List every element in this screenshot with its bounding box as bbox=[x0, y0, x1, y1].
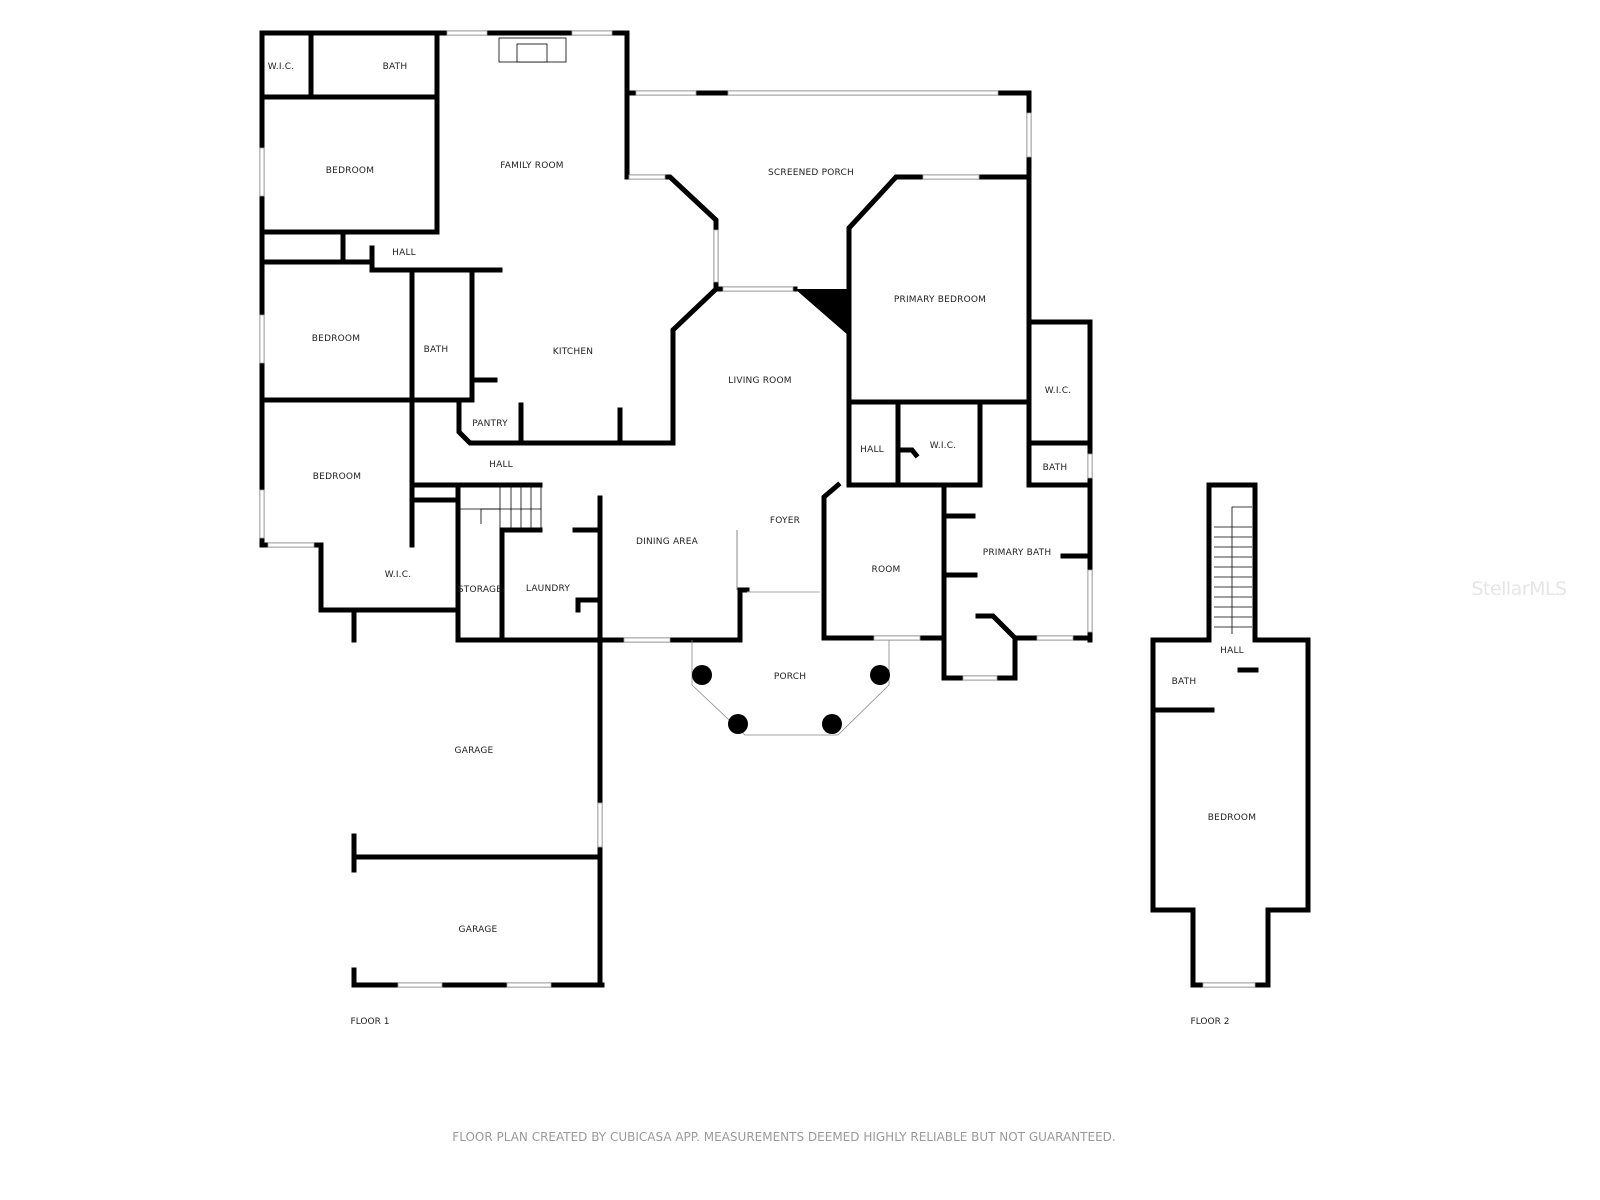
room-label-w-i-c: W.I.C. bbox=[384, 570, 412, 580]
room-label-bath: BATH bbox=[382, 62, 408, 72]
floor-1-label: FLOOR 1 bbox=[350, 1017, 390, 1027]
room-label-pantry: PANTRY bbox=[472, 419, 508, 429]
room-label-screened-porch: SCREENED PORCH bbox=[767, 168, 855, 178]
room-label-bath: BATH bbox=[1042, 463, 1068, 473]
room-label-hall: HALL bbox=[489, 460, 513, 470]
room-label-foyer: FOYER bbox=[769, 516, 801, 526]
room-label-w-i-c: W.I.C. bbox=[267, 62, 295, 72]
room-label-laundry: LAUNDRY bbox=[525, 584, 571, 594]
room-label-garage: GARAGE bbox=[458, 925, 498, 935]
room-label-bath: BATH bbox=[1171, 677, 1197, 687]
floor-1-walls bbox=[259, 30, 1093, 988]
room-label-kitchen: KITCHEN bbox=[552, 347, 594, 357]
room-label-bedroom: BEDROOM bbox=[1207, 813, 1257, 823]
room-label-garage: GARAGE bbox=[454, 746, 494, 756]
room-label-hall: HALL bbox=[860, 445, 884, 455]
watermark-logo: StellarMLS bbox=[1471, 578, 1567, 600]
room-label-living-room: LIVING ROOM bbox=[728, 376, 792, 386]
floor-1-details bbox=[259, 30, 1093, 988]
room-label-hall: HALL bbox=[392, 248, 416, 258]
room-label-primary-bedroom: PRIMARY BEDROOM bbox=[893, 295, 987, 305]
room-label-room: ROOM bbox=[871, 565, 901, 575]
footer-disclaimer: FLOOR PLAN CREATED BY CUBICASA APP. MEAS… bbox=[452, 1130, 1116, 1144]
room-label-dining-area: DINING AREA bbox=[636, 537, 698, 547]
room-label-w-i-c: W.I.C. bbox=[1044, 386, 1072, 396]
floor-2-label: FLOOR 2 bbox=[1190, 1017, 1230, 1027]
room-label-w-i-c: W.I.C. bbox=[929, 441, 957, 451]
room-label-family-room: FAMILY ROOM bbox=[500, 161, 564, 171]
room-label-bedroom: BEDROOM bbox=[312, 472, 362, 482]
room-label-porch: PORCH bbox=[773, 672, 807, 682]
room-label-hall: HALL bbox=[1220, 646, 1244, 656]
room-label-bedroom: BEDROOM bbox=[325, 166, 375, 176]
room-label-bedroom: BEDROOM bbox=[311, 334, 361, 344]
room-label-bath: BATH bbox=[423, 345, 449, 355]
floor-2-walls bbox=[1150, 482, 1311, 988]
room-label-primary-bath: PRIMARY BATH bbox=[982, 548, 1052, 558]
room-label-storage: STORAGE bbox=[457, 585, 503, 595]
